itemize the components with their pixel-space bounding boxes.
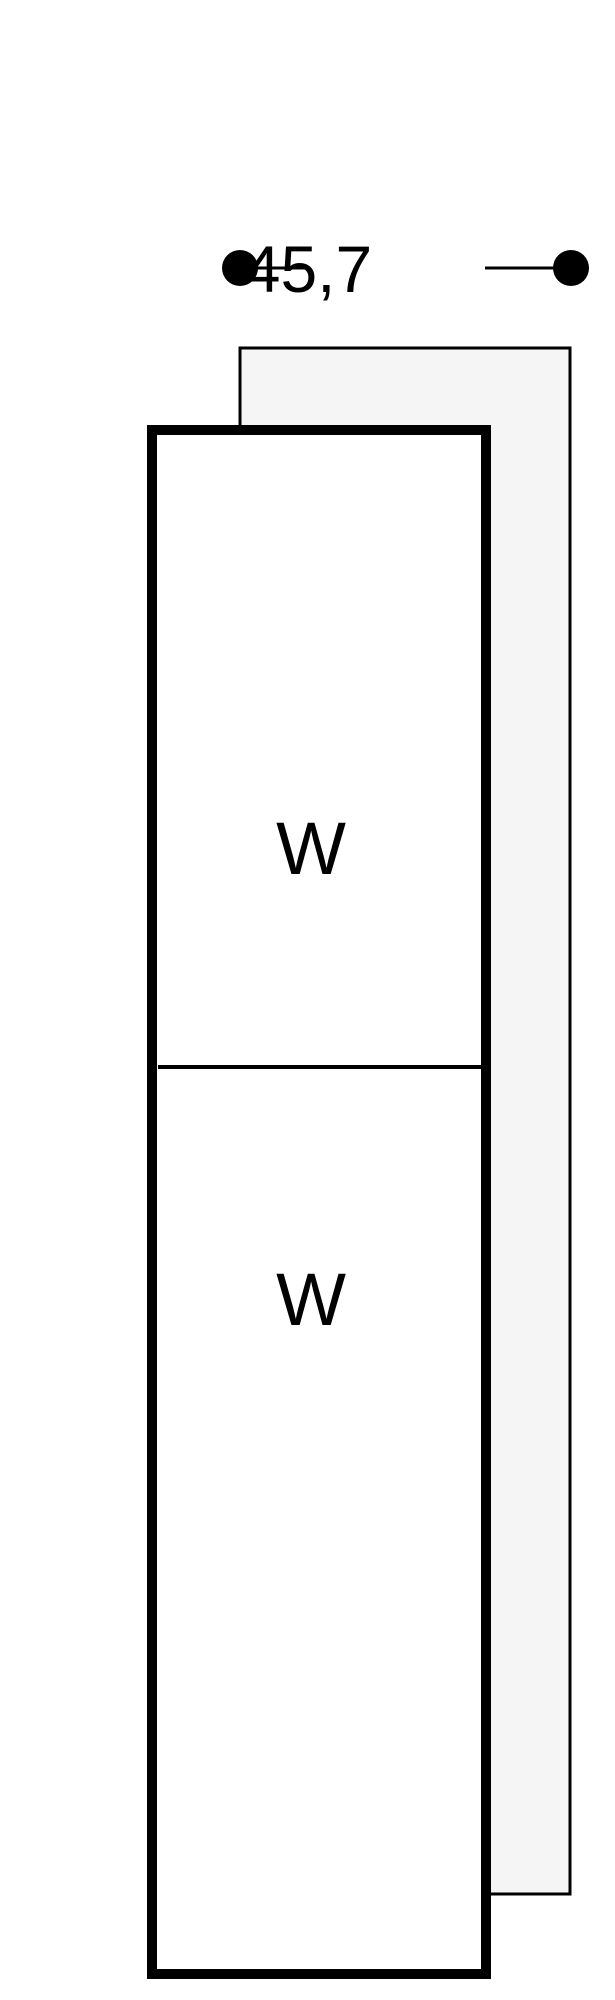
dimension-endpoint-left bbox=[222, 250, 258, 286]
upper-compartment-label: W bbox=[276, 807, 346, 890]
width-dimension-label: 45,7 bbox=[243, 232, 373, 306]
front-frame bbox=[147, 425, 491, 1979]
lower-compartment-label: W bbox=[276, 1258, 346, 1341]
dimension-endpoint-right bbox=[553, 250, 589, 286]
